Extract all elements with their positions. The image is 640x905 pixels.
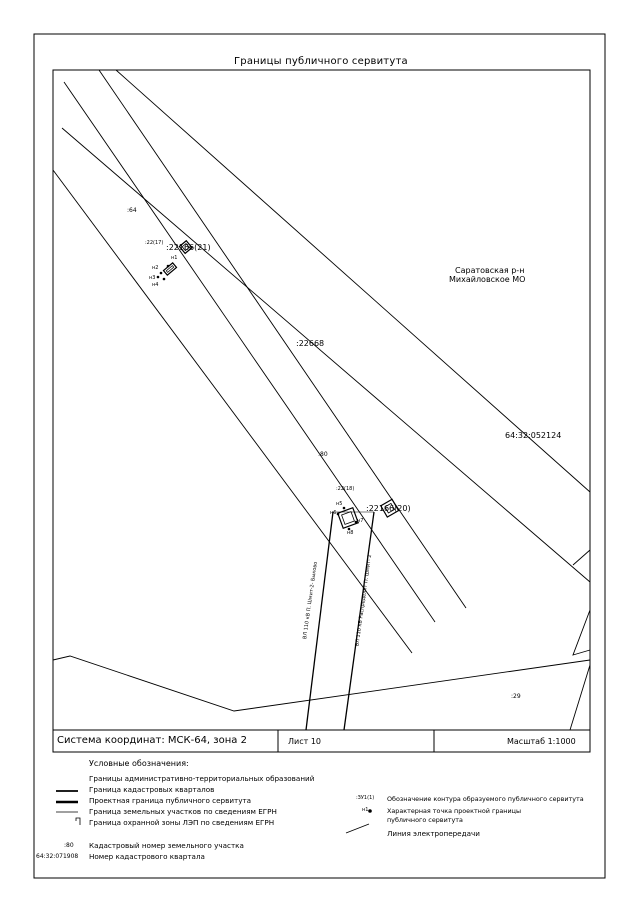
legend-symbols	[56, 790, 370, 834]
coord-system: Система координат: МСК-64, зона 2	[57, 735, 247, 746]
contour-20	[336, 498, 400, 530]
parcel-label-29: :29	[511, 693, 521, 700]
scale: Масштаб 1:1000	[507, 737, 576, 746]
sheet-number: Лист 10	[288, 737, 321, 746]
corridor-lines	[52, 69, 591, 654]
point-label-n5: н5	[336, 501, 343, 507]
point-label-n4: н4	[152, 282, 159, 288]
region-label: Саратовская р-н	[455, 266, 525, 275]
lower-boundaries	[52, 549, 591, 731]
contour-21-label: :22166(21)	[166, 243, 211, 252]
parcel-label-64: :64	[127, 207, 137, 214]
legend-sample-parcel: :80	[64, 842, 74, 849]
footer-table	[52, 729, 591, 753]
legend-item-contour: Обозначение контура образуемого публично…	[387, 795, 584, 803]
point-label-n7: н7	[357, 518, 364, 524]
legend-item-quarter-number: Номер кадастрового квартала	[89, 852, 205, 861]
characteristic-points	[156, 264, 358, 531]
legend-point-icon	[368, 809, 372, 813]
legend-item-quarter: Граница кадастровых кварталов	[89, 785, 215, 794]
legend-item-admin: Границы административно-территориальных …	[89, 774, 315, 783]
map-title: Границы публичного сервитута	[234, 56, 408, 67]
parcel-label-80: :80	[318, 451, 328, 458]
parcel-label-22668: :22668	[296, 339, 325, 348]
region-label-2: Михайловское МО	[449, 275, 526, 284]
legend-contour-symbol: :ЗУ1(1)	[356, 795, 375, 801]
point-label-n3: н3	[149, 275, 156, 281]
legend-item-parcel-number: Кадастровый номер земельного участка	[89, 841, 244, 850]
map-frame	[52, 69, 591, 731]
legend-sample-quarter: 64:32:071908	[36, 853, 79, 860]
point-label-n6: н6	[330, 510, 337, 516]
legend-item-protection-zone: Граница охранной зоны ЛЭП по сведениям Е…	[89, 818, 275, 827]
point-label-n1: н1	[171, 255, 178, 261]
contour-20-label: :22166(20)	[366, 504, 411, 513]
point-label-n8: н8	[347, 530, 354, 536]
legend-heading: Условные обозначения:	[89, 759, 189, 768]
outer-frame	[33, 33, 606, 879]
small-parcel-label-2: :22(18)	[336, 486, 355, 492]
legend-item-power-line: Линия электропередачи	[387, 829, 480, 838]
legend-point-symbol: н1	[362, 807, 369, 813]
legend-item-servitude: Проектная граница публичного сервитута	[89, 796, 252, 805]
point-label-n2: н2	[152, 265, 159, 271]
quarter-label: 64:32:052124	[505, 431, 562, 440]
small-parcel-label-1: :22(17)	[145, 240, 164, 246]
legend-item-point: Характерная точка проектной границы публ…	[387, 807, 522, 824]
legend-item-parcels: Граница земельных участков по сведениям …	[89, 807, 277, 816]
